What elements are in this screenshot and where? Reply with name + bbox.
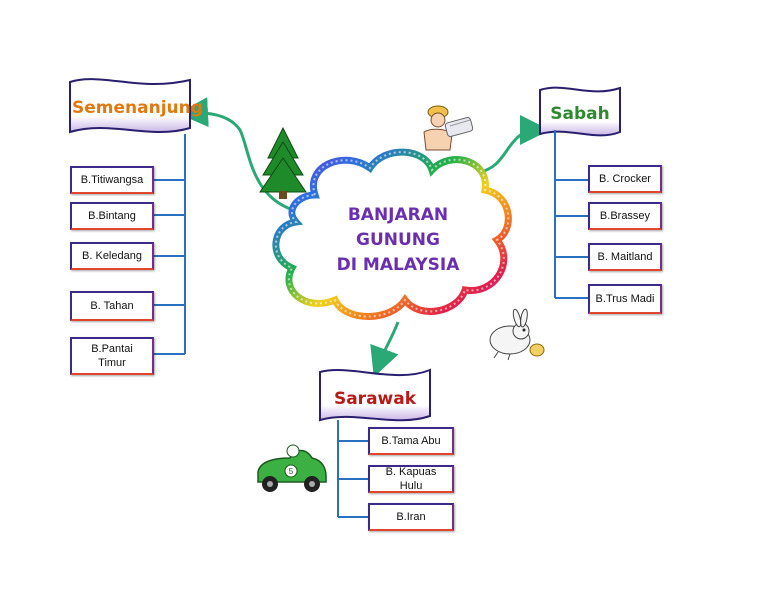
connector-sabah — [479, 115, 550, 174]
item-sarawak-2: B. Kapuas Hulu — [368, 465, 454, 493]
item-semenanjung-3: B. Keledang — [70, 242, 154, 270]
tree-lines-sarawak — [337, 420, 368, 518]
svg-text:5: 5 — [289, 467, 294, 476]
title-sabah: Sabah — [550, 104, 610, 124]
rabbit-icon — [489, 308, 545, 361]
center-cloud — [272, 148, 512, 320]
title-semenanjung: Semenanjung — [72, 98, 203, 118]
item-semenanjung-5: B.Pantai Timur — [70, 337, 154, 375]
connector-semenanjung — [178, 97, 301, 214]
item-semenanjung-4: B. Tahan — [70, 291, 154, 321]
item-semenanjung-1: B.Titiwangsa — [70, 166, 154, 194]
item-sabah-2: B.Brassey — [588, 202, 662, 230]
worker-icon — [423, 105, 474, 151]
item-sabah-1: B. Crocker — [588, 165, 662, 193]
tree-lines-semenanjung — [153, 134, 186, 355]
flag-sabah — [539, 86, 621, 137]
item-sarawak-3: B.Iran — [368, 503, 454, 531]
title-sarawak: Sarawak — [333, 389, 417, 409]
item-sabah-4: B.Trus Madi — [588, 284, 662, 314]
race-car-icon: 5 — [257, 444, 327, 492]
tree-icon — [259, 126, 307, 199]
center-title-line1: BANJARAN — [347, 205, 449, 225]
item-sarawak-1: B.Tama Abu — [368, 427, 454, 455]
tree-lines-sabah — [554, 130, 588, 299]
flag-semenanjung — [69, 78, 191, 134]
flag-sarawak — [319, 368, 431, 422]
center-title-line2: GUNUNG — [356, 230, 440, 250]
center-title: BANJARAN GUNUNG DI MALAYSIA — [318, 203, 478, 278]
connector-sarawak — [370, 321, 400, 378]
center-title-line3: DI MALAYSIA — [336, 255, 460, 275]
item-semenanjung-2: B.Bintang — [70, 202, 154, 230]
item-sabah-3: B. Maitland — [588, 243, 662, 271]
